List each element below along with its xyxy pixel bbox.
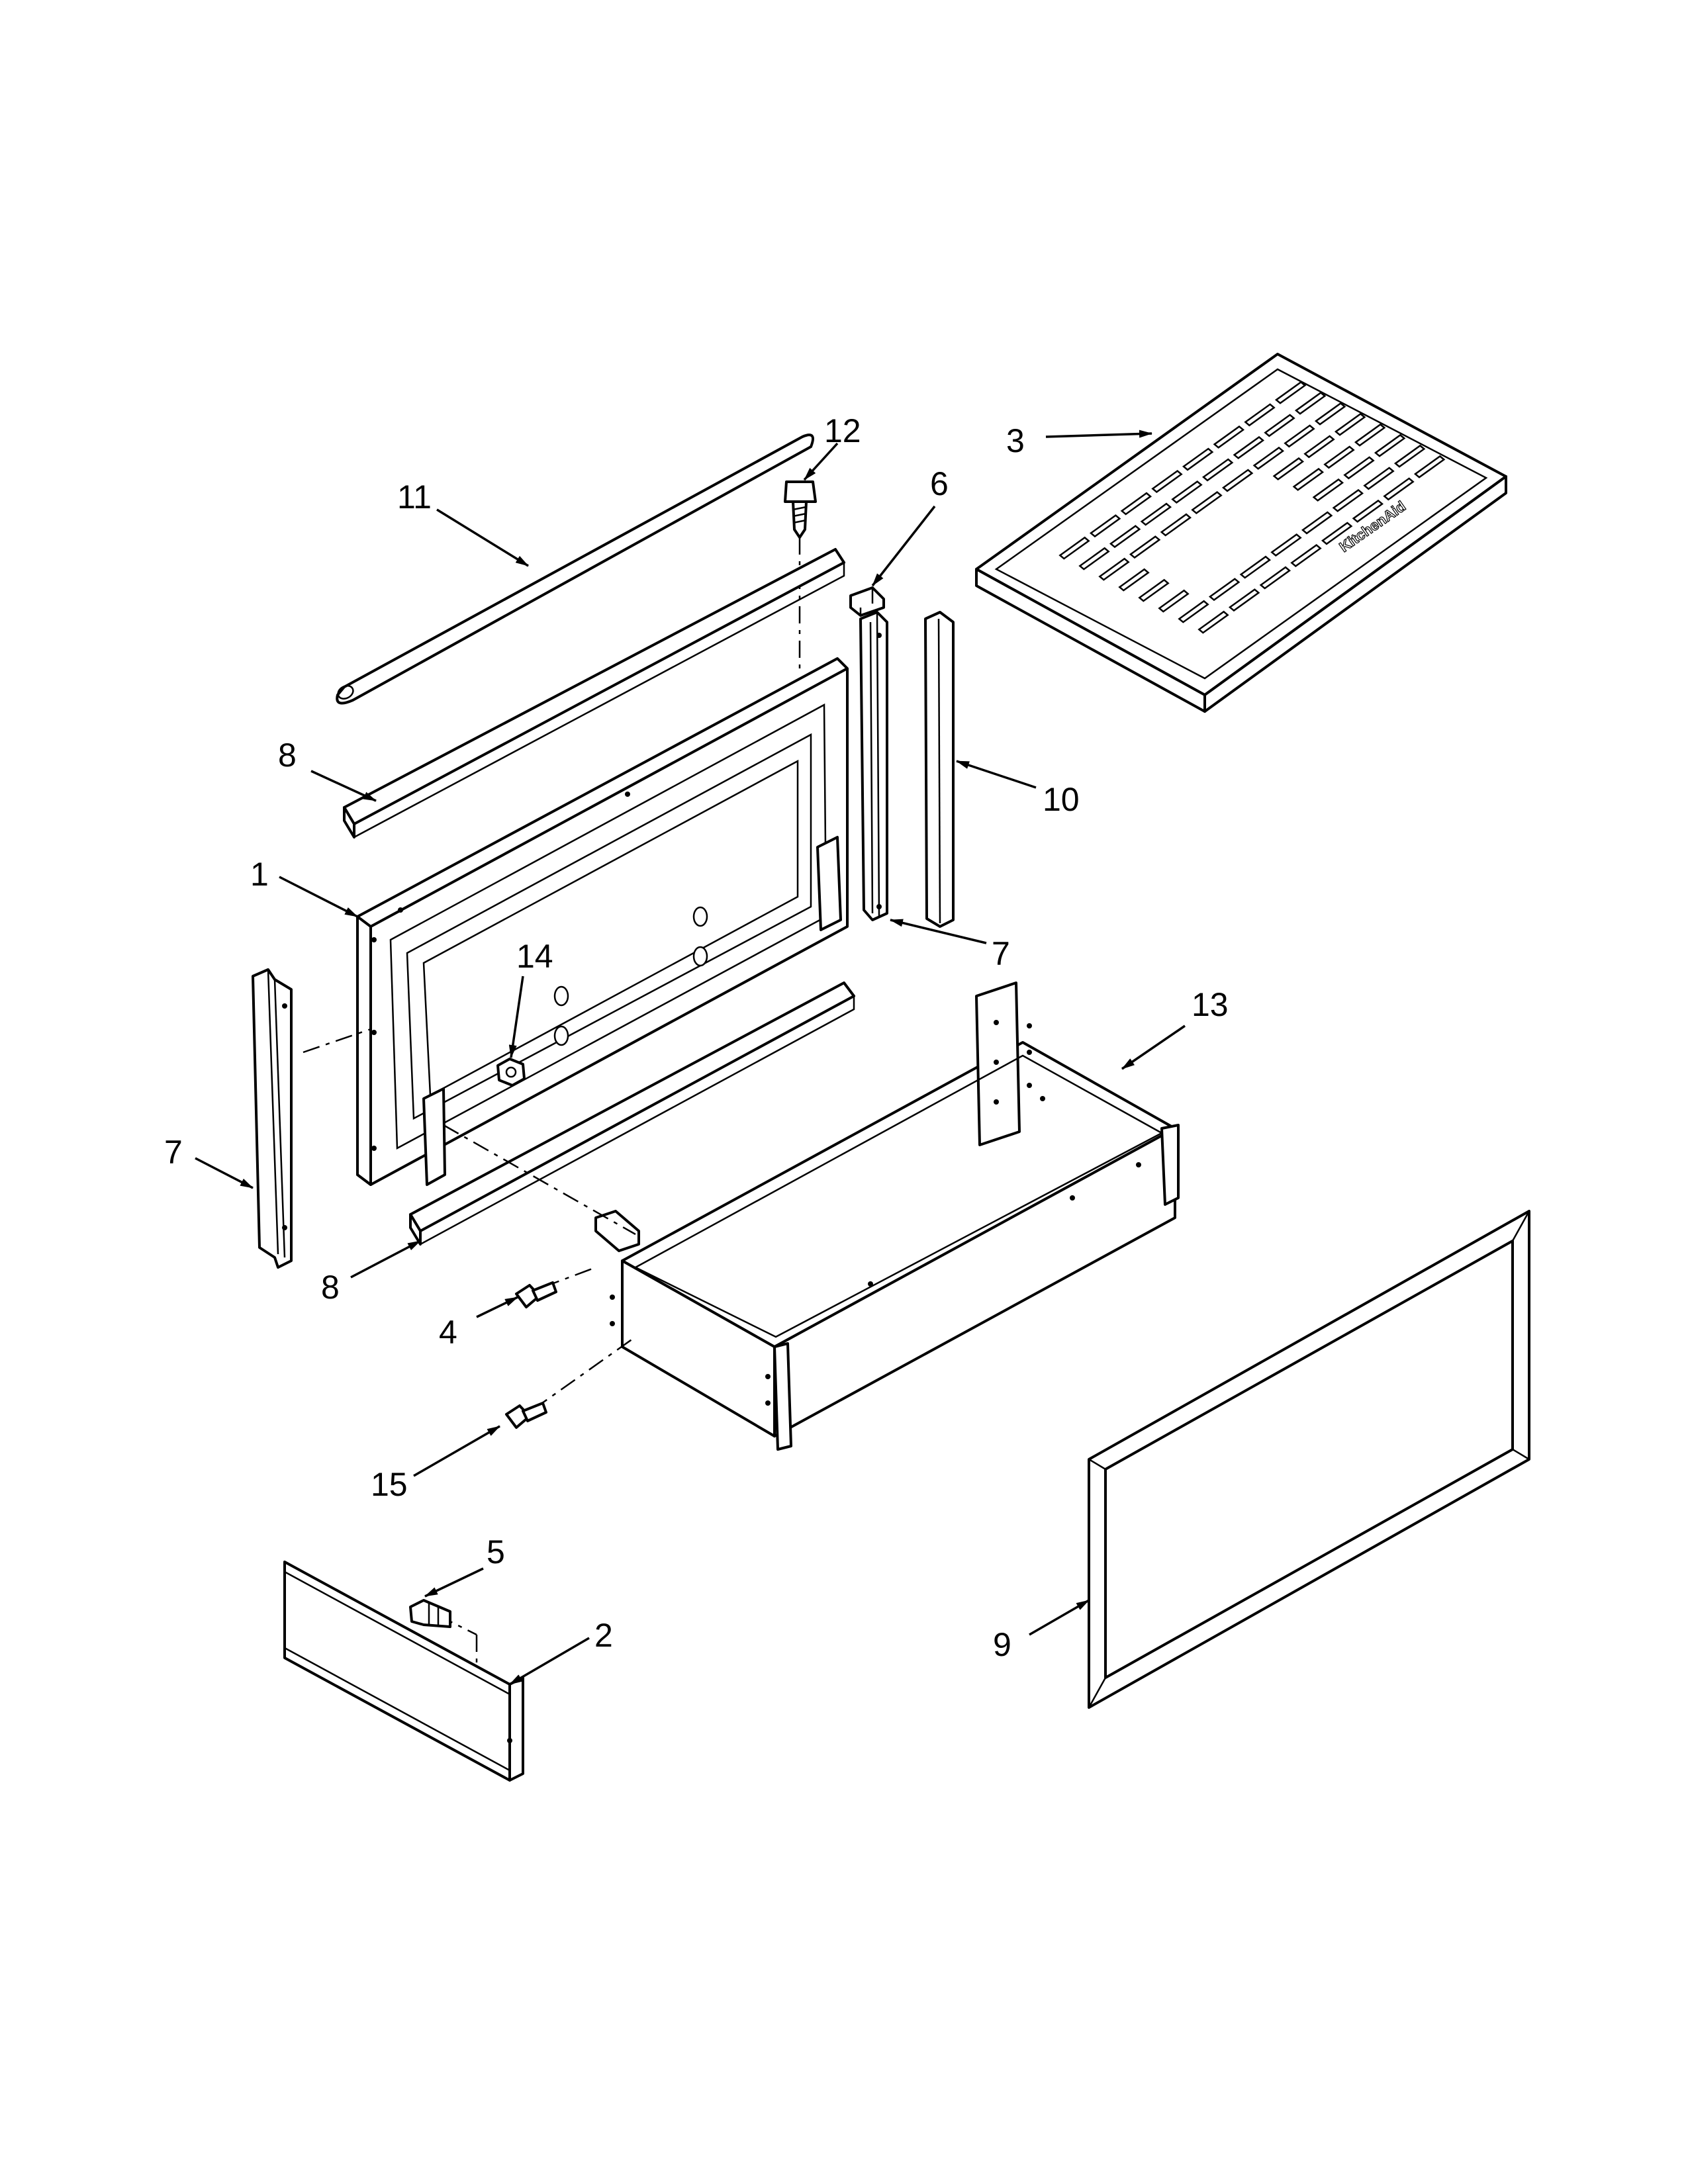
rack-slot — [1109, 525, 1141, 549]
callout-7-right: 7 — [992, 935, 1010, 972]
callout-14: 14 — [516, 938, 553, 975]
trim-strip-upper — [343, 548, 845, 839]
rack-slot — [1294, 391, 1327, 415]
tube-part — [336, 433, 814, 705]
rack-slot — [1352, 499, 1384, 523]
callout-9: 9 — [993, 1626, 1011, 1663]
door-panel-part — [356, 657, 849, 1186]
kick-plate-part — [283, 1561, 524, 1782]
rack-slot — [1182, 447, 1214, 471]
bumper-part — [409, 1599, 451, 1628]
rack-slot — [1233, 435, 1265, 459]
rack-slot — [1290, 543, 1322, 568]
rack-slot — [1129, 535, 1161, 559]
rack-slot — [1208, 578, 1241, 602]
rack-slot — [1221, 469, 1254, 492]
rack-slot — [1244, 403, 1276, 427]
rack-slot — [1259, 566, 1291, 590]
rack-slot — [1201, 458, 1234, 482]
callout-15: 15 — [371, 1466, 408, 1503]
rack-slot — [1191, 490, 1223, 515]
callout-2: 2 — [594, 1617, 613, 1654]
callout-3: 3 — [1006, 422, 1025, 459]
screw-part-top — [784, 480, 817, 539]
side-strip-left — [252, 968, 293, 1269]
rack-slot — [1383, 477, 1415, 501]
rack-slot — [1334, 412, 1366, 436]
callout-4: 4 — [439, 1314, 457, 1351]
gasket-strip-side — [924, 611, 955, 928]
leader-lines — [195, 430, 1186, 1686]
rack-slot — [1120, 492, 1152, 516]
rack-slot — [1171, 480, 1203, 504]
rack-slot — [1213, 425, 1245, 449]
rack-slot — [1197, 610, 1229, 634]
screw-part-4 — [515, 1281, 557, 1308]
rack-slot — [1314, 402, 1346, 426]
rack-slot — [1301, 511, 1333, 535]
rack-slot — [1264, 414, 1295, 437]
rack-slot — [1151, 469, 1183, 494]
rack-slot — [1078, 547, 1110, 570]
callout-7-left: 7 — [164, 1134, 183, 1171]
rack-slot — [1239, 555, 1272, 579]
rack-slot — [1303, 435, 1335, 459]
rack-slot — [1252, 446, 1285, 470]
rack-slot — [1354, 423, 1386, 447]
rack-slot — [1323, 445, 1355, 469]
rack-slot — [1140, 502, 1172, 526]
callout-8-lower: 8 — [321, 1269, 340, 1306]
drawer-bin-part — [594, 981, 1180, 1451]
rack-slot — [1332, 488, 1364, 512]
rack-slot — [1160, 513, 1192, 537]
rack-slot — [1228, 588, 1260, 612]
rack-slot — [1274, 381, 1307, 404]
rack-slot — [1098, 557, 1130, 581]
door-gasket-part — [1088, 1210, 1530, 1709]
side-strip-right — [859, 611, 888, 921]
trim-strip-lower — [409, 981, 855, 1246]
rack-slot — [1292, 467, 1325, 491]
rack-slot — [1089, 514, 1121, 538]
nut-part — [496, 1058, 526, 1087]
callout-11: 11 — [397, 478, 432, 516]
rack-slot — [1118, 568, 1150, 592]
callout-labels: 1 2 3 4 5 6 7 7 8 8 9 10 11 12 13 14 15 — [164, 412, 1229, 1663]
callout-10: 10 — [1043, 781, 1080, 818]
clip-part — [849, 586, 885, 617]
callout-6: 6 — [930, 465, 949, 502]
screw-part-15 — [505, 1402, 547, 1429]
callout-1: 1 — [250, 856, 269, 893]
rack-slot — [1058, 536, 1090, 560]
rack-slot — [1158, 589, 1190, 613]
rack-slot — [1312, 478, 1344, 502]
rack-slot — [1138, 578, 1170, 602]
rack-slot — [1284, 424, 1315, 448]
rack-slot — [1363, 467, 1395, 490]
rack-slot — [1272, 457, 1305, 480]
rack-slot — [1321, 522, 1353, 545]
callout-5: 5 — [487, 1533, 505, 1570]
callout-8-upper: 8 — [278, 737, 297, 774]
rack-slot — [1343, 456, 1375, 480]
rack-slot — [1270, 533, 1302, 557]
callout-13: 13 — [1192, 986, 1229, 1023]
rack-slot — [1178, 600, 1209, 623]
rack-slot — [1393, 444, 1426, 468]
rack-grille-part: KitchenAid — [975, 353, 1507, 713]
rack-slot — [1374, 433, 1406, 457]
callout-12: 12 — [824, 412, 861, 449]
rack-slot — [1413, 455, 1446, 478]
